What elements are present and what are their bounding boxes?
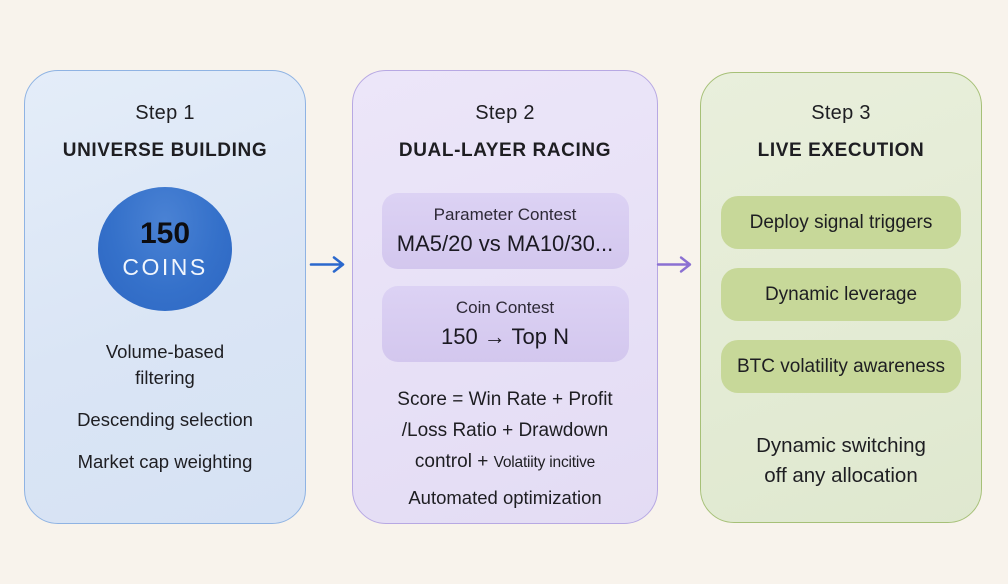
list-item: Volume-based filtering bbox=[105, 341, 225, 388]
step-2-label: Step 2 bbox=[475, 102, 535, 124]
step-2-panel: Step 2 DUAL-LAYER RACING Parameter Conte… bbox=[352, 70, 658, 524]
contest-value: MA5/20 vs MA10/30... bbox=[396, 231, 614, 256]
score-line-main: control + bbox=[414, 451, 489, 472]
coins-caption: COINS bbox=[122, 254, 208, 280]
step-2-title: DUAL-LAYER RACING bbox=[398, 140, 612, 161]
step-3-label: Step 3 bbox=[811, 102, 871, 124]
score-line-small: Volatiity incitive bbox=[493, 454, 596, 471]
step-3-panel: Step 3 LIVE EXECUTION Deploy signal trig… bbox=[700, 72, 982, 523]
execution-box-list: Deploy signal triggers Dynamic leverage … bbox=[721, 196, 961, 393]
step-3-footer: Dynamic switching off any allocation bbox=[756, 434, 926, 487]
arrow-stroke bbox=[656, 256, 692, 273]
arrow-stroke bbox=[309, 256, 345, 273]
right-arrow-icon bbox=[309, 256, 345, 273]
step-1-item-list: Volume-based filtering Descending select… bbox=[77, 339, 253, 475]
step-3-title: LIVE EXECUTION bbox=[757, 140, 925, 161]
right-arrow-icon bbox=[656, 256, 692, 273]
btc-volatility-awareness-box: BTC volatility awareness bbox=[721, 340, 961, 393]
score-line: Score = Win Rate + Profit bbox=[397, 389, 613, 410]
coins-circle: 150 COINS bbox=[98, 187, 232, 311]
score-formula: Score = Win Rate + Profit /Loss Ratio + … bbox=[397, 384, 612, 478]
step-1-label: Step 1 bbox=[135, 102, 195, 124]
coin-contest-box: Coin Contest 150 → Top N bbox=[381, 286, 629, 362]
contest-caption: Parameter Contest bbox=[433, 205, 577, 224]
parameter-contest-box: Parameter Contest MA5/20 vs MA10/30... bbox=[381, 193, 629, 269]
contest-caption: Coin Contest bbox=[455, 298, 555, 317]
list-item: Market cap weighting bbox=[77, 451, 253, 472]
dynamic-leverage-box: Dynamic leverage bbox=[721, 268, 961, 321]
score-line: /Loss Ratio + Drawdown bbox=[401, 420, 609, 441]
step-1-panel: Step 1 UNIVERSE BUILDING 150 COINS Volum… bbox=[24, 70, 306, 524]
score-line: control + Volatiity incitive bbox=[397, 446, 612, 478]
step-1-title: UNIVERSE BUILDING bbox=[62, 140, 268, 161]
contest-value: 150 → Top N bbox=[440, 324, 569, 349]
list-item: Descending selection bbox=[77, 409, 253, 430]
step-2-footer: Automated optimization bbox=[408, 487, 602, 508]
deploy-signal-triggers-box: Deploy signal triggers bbox=[721, 196, 961, 249]
coins-count: 150 bbox=[139, 217, 191, 250]
